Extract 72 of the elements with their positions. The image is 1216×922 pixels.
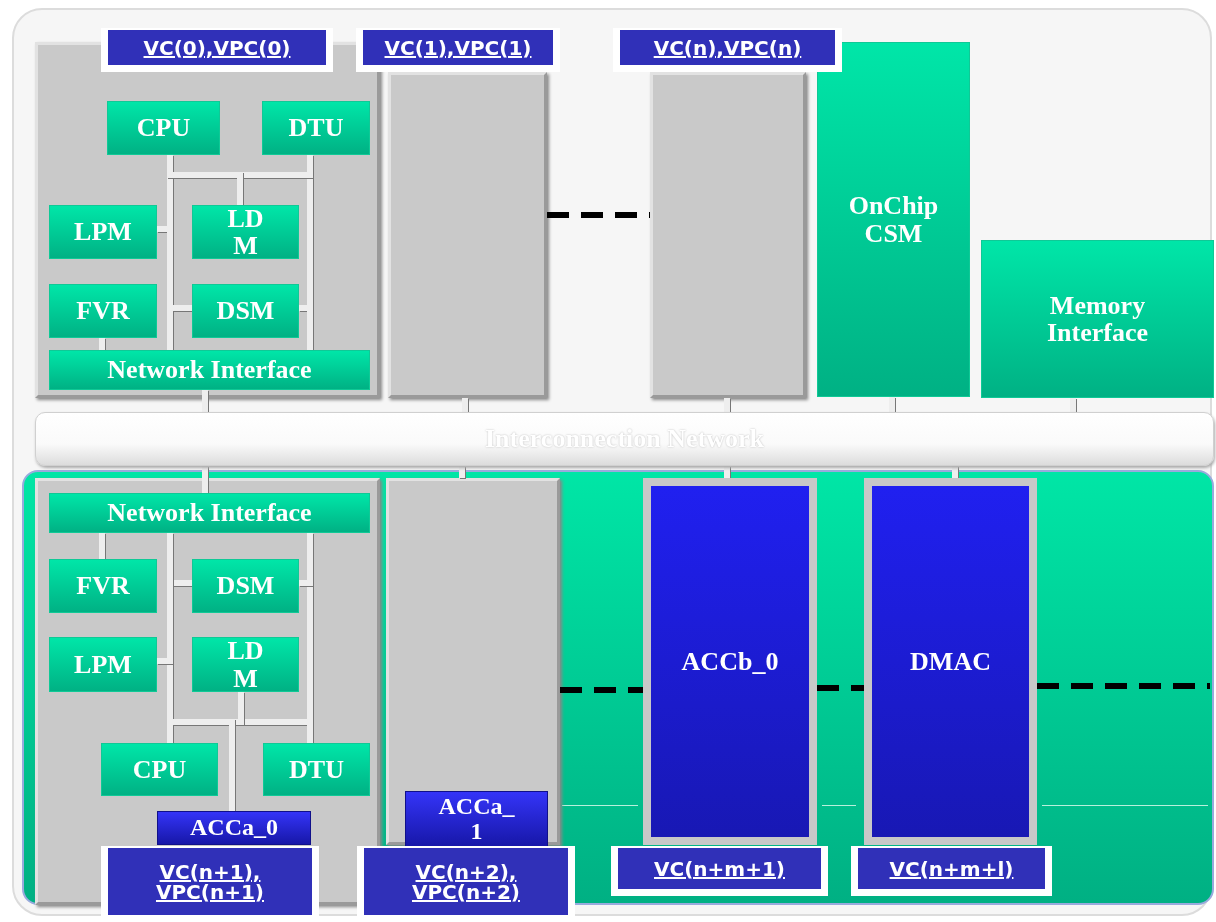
connector-line bbox=[202, 390, 208, 412]
processor-element-box bbox=[386, 478, 560, 845]
connector-line bbox=[952, 466, 958, 478]
node-label: LD M bbox=[226, 637, 265, 692]
node-label: LPM bbox=[74, 650, 132, 679]
node-label: DSM bbox=[216, 572, 275, 600]
node-label: ACCb_0 bbox=[681, 647, 779, 676]
node-label: OnChip CSM bbox=[847, 192, 940, 247]
module-box bbox=[49, 284, 157, 338]
core-id-tag bbox=[613, 28, 842, 72]
module-box bbox=[49, 350, 370, 390]
module-box bbox=[817, 42, 970, 397]
connector-line bbox=[889, 397, 895, 412]
accelerator-box bbox=[643, 478, 817, 845]
accelerator-box bbox=[405, 791, 548, 847]
module-box bbox=[101, 743, 218, 796]
dashed-line bbox=[547, 212, 650, 218]
dashed-line bbox=[1037, 683, 1210, 689]
node-label: FVR bbox=[76, 572, 130, 600]
node-label: VC(n+m+l) bbox=[889, 858, 1014, 879]
module-box bbox=[192, 637, 299, 692]
processor-element-box bbox=[650, 72, 806, 398]
module-box bbox=[107, 101, 220, 155]
connector-line bbox=[1070, 398, 1076, 412]
node-label: LD M bbox=[226, 204, 265, 260]
accelerator-box bbox=[864, 478, 1037, 845]
module-box bbox=[49, 559, 157, 613]
node-label: CPU bbox=[132, 755, 187, 784]
connector-line bbox=[724, 466, 730, 478]
connector-line bbox=[459, 466, 465, 478]
module-box bbox=[192, 559, 299, 613]
node-label: Network Interface bbox=[107, 356, 312, 384]
node-label: VC(n+1), VPC(n+1) bbox=[155, 861, 265, 902]
node-label: LPM bbox=[74, 218, 132, 246]
connector-line bbox=[462, 398, 468, 412]
module-box bbox=[49, 637, 157, 692]
module-box bbox=[263, 743, 370, 796]
node-label: ACCa_0 bbox=[190, 815, 278, 841]
node-label: CPU bbox=[136, 114, 191, 142]
core-id-tag bbox=[356, 28, 560, 72]
module-box bbox=[262, 101, 370, 155]
processor-element-box bbox=[35, 42, 380, 398]
accelerator-box bbox=[157, 811, 311, 845]
connector-line bbox=[99, 338, 105, 350]
processor-element-box bbox=[388, 72, 547, 398]
module-box bbox=[49, 205, 157, 259]
connector-line bbox=[724, 398, 730, 412]
node-label: VC(0),VPC(0) bbox=[143, 37, 291, 58]
node-label: DTU bbox=[288, 114, 344, 142]
node-label: DTU bbox=[289, 755, 344, 784]
node-label: VC(n+m+1) bbox=[654, 858, 785, 879]
dashed-line bbox=[560, 687, 643, 693]
module-box bbox=[192, 284, 299, 338]
dashed-line bbox=[817, 685, 864, 691]
node-label: DMAC bbox=[910, 647, 991, 676]
core-id-tag bbox=[101, 28, 333, 72]
node-label: Network Interface bbox=[107, 499, 312, 527]
connector-line bbox=[99, 533, 105, 559]
node-label: ACCa_ 1 bbox=[437, 793, 516, 845]
core-id-tag bbox=[851, 846, 1052, 896]
node-label: Memory Interface bbox=[1045, 291, 1150, 347]
module-box bbox=[49, 493, 370, 533]
node-label: VC(1),VPC(1) bbox=[384, 37, 532, 58]
node-label: VC(n),VPC(n) bbox=[653, 37, 802, 58]
connector-line bbox=[202, 466, 208, 493]
node-label: DSM bbox=[216, 297, 275, 325]
core-id-tag bbox=[611, 846, 828, 896]
node-label: FVR bbox=[76, 297, 130, 325]
node-label: VC(n+2), VPC(n+2) bbox=[411, 861, 521, 902]
module-box bbox=[981, 240, 1214, 398]
module-box bbox=[192, 205, 299, 259]
interconnect-bar bbox=[35, 412, 1214, 466]
